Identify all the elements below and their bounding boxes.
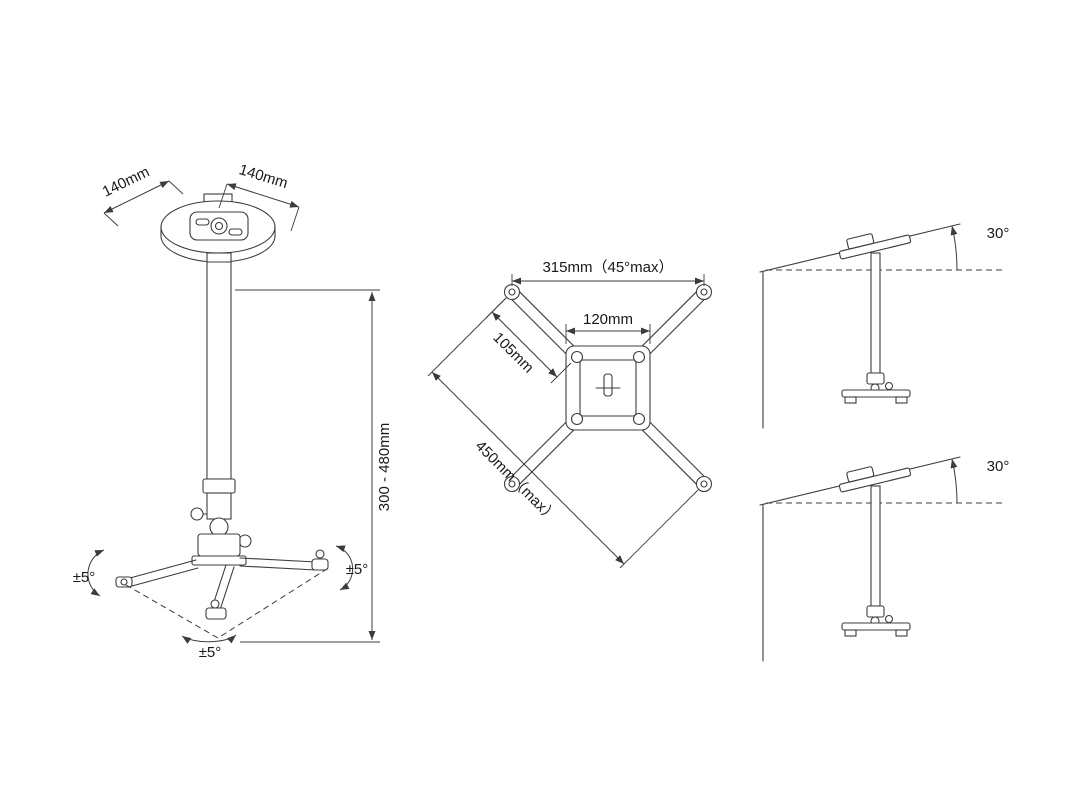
plate-depth-label: 140mm [100,163,152,200]
tilt-indicator-right: ±5° [335,545,369,591]
height-range-label: 300 - 480mm [376,423,393,511]
plate-width-top-label: 120mm [583,311,633,328]
ceiling-plate [160,200,276,263]
ceiling-angle-upper-label: 30° [987,225,1010,242]
side-view-upper-drawing: 30° [760,224,1009,428]
side-view-lower-drawing: 30° [760,457,1009,661]
center-plate [565,345,651,431]
dimension-height-range: 300 - 480mm [235,289,393,643]
swivel-plane-dashed [125,566,331,639]
dimension-arm-span: 315mm（45°max） [511,259,705,286]
plate-width-label: 140mm [237,161,290,192]
top-view-drawing: 315mm（45°max） 120mm 105mm 450mm（max） [427,259,713,569]
extension-pole [190,252,252,548]
swivel-bottom-label: ±5° [199,644,222,661]
tilt-left-label: ±5° [73,569,96,586]
ceiling-angle-lower-label: 30° [987,458,1010,475]
tilt-right-label: ±5° [346,561,369,578]
tilt-indicator-left: ±5° [73,549,105,597]
arm-length-label: 105mm [489,329,536,376]
left-view-drawing: 140mm 140mm 300 - 480mm ±5° ±5° ±5° [73,161,393,661]
swivel-indicator-bottom: ±5° [181,634,237,661]
arm-span-label: 315mm（45°max） [542,259,673,276]
projector-bracket [115,533,331,639]
dimension-plate-width-top: 120mm [565,311,651,344]
